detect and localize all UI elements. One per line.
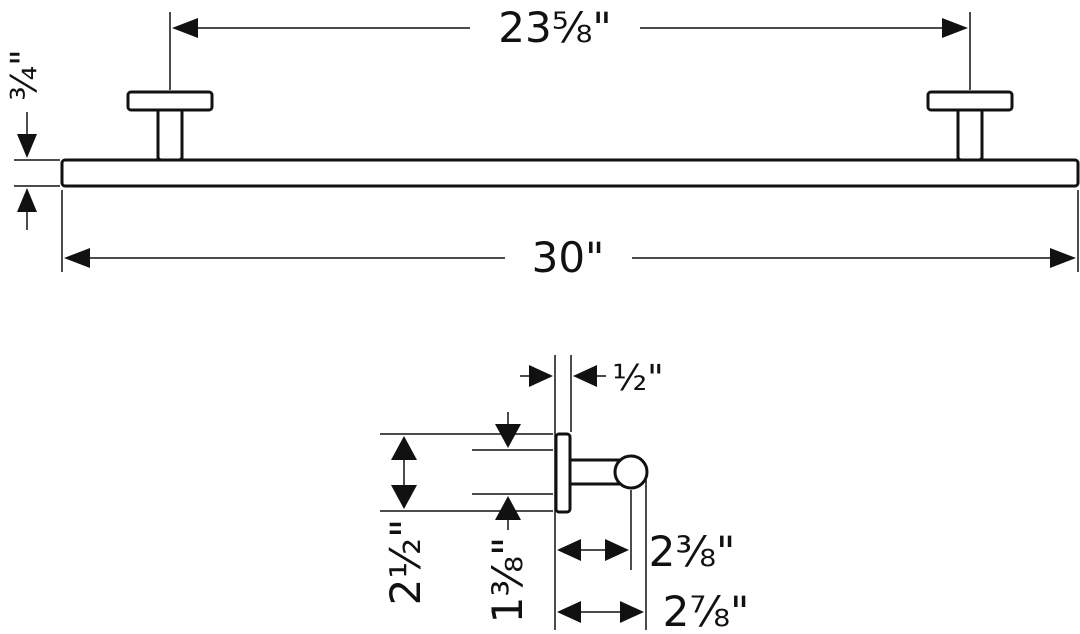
overall-depth-label: 2⅞" [663, 587, 750, 634]
plate-thickness-label: ½" [612, 358, 663, 399]
post-depth-label: 2⅜" [649, 527, 736, 576]
left-mount [126, 90, 214, 166]
mount-spacing-dimension: 23⅝" [169, 3, 971, 90]
post-height-label: 1⅜" [483, 537, 532, 624]
bar-end [613, 454, 649, 490]
post-height-dimension: 1⅜" [472, 412, 553, 623]
wall-plate [554, 432, 572, 514]
plate-height-label: 2½" [381, 519, 430, 606]
right-mount [926, 90, 1014, 166]
mount-spacing-label: 23⅝" [498, 3, 611, 52]
post-depth-dimension: 2⅜" [557, 490, 735, 576]
overall-length-label: 30" [532, 233, 605, 282]
plate-height-dimension: 2½" [380, 433, 553, 606]
bar-thickness-label: ¾" [4, 49, 45, 100]
towel-bar [60, 158, 1080, 188]
overall-length-dimension: 30" [61, 190, 1079, 282]
post [568, 458, 622, 486]
side-view: ½" 2½" 1⅜" 2⅜" [380, 355, 749, 634]
bar-thickness-dimension: ¾" [4, 49, 60, 230]
plate-thickness-dimension: ½" [520, 355, 664, 630]
front-view: 23⅝" 30" ¾" [4, 3, 1080, 282]
overall-depth-dimension: 2⅞" [557, 478, 749, 634]
